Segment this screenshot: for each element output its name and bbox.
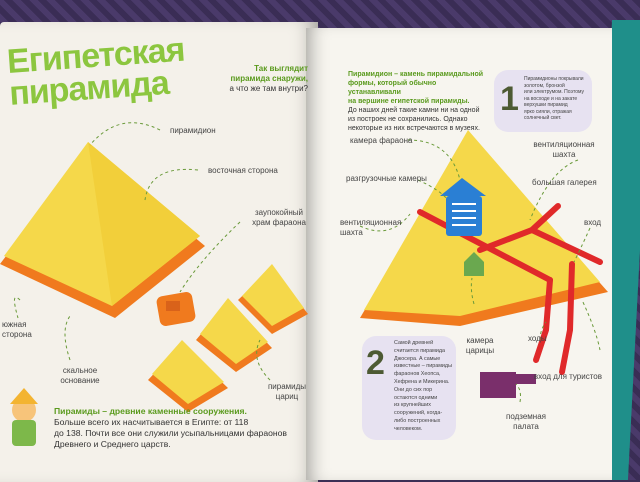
label-vent-shaft-top: вентиляционная шахта (533, 140, 595, 159)
bubble-2-text: Самой древней считается пирамида Джосера… (394, 340, 452, 432)
bubble-1-text: Пирамидионы покрывали золотом, бронзой и… (524, 76, 584, 121)
boy-hair (10, 388, 38, 404)
small-pyramid-3 (152, 340, 224, 404)
label-rock-base: скальное основание (60, 366, 100, 385)
temple-door (166, 301, 180, 311)
leader-lines (14, 122, 271, 381)
label-passages: ходы (528, 334, 547, 343)
queen-chamber-roof (464, 252, 484, 262)
left-intro: Так выглядит пирамида снаружи, а что же … (229, 64, 308, 93)
left-illustration (0, 122, 308, 446)
label-queen-chamber: камера царицы (465, 336, 495, 355)
label-pyramidion: пирамидион (170, 126, 216, 135)
label-vent-shaft-left: вентиляционная шахта (340, 218, 402, 237)
bubble-2-number: 2 (366, 344, 385, 382)
small-pyramid-2 (200, 298, 268, 364)
label-pharaoh-chamber: камера фараона (350, 136, 413, 145)
pharaoh-chamber-roof (440, 178, 486, 196)
label-tourist-entrance: вход для туристов (533, 372, 602, 381)
bubble-1-number: 1 (500, 80, 519, 118)
underground-passage (512, 374, 536, 384)
boy-body (12, 420, 36, 446)
right-leader-lines (359, 139, 601, 403)
label-south-side: южная сторона (2, 320, 32, 339)
label-queen-pyramids: пирамиды цариц (267, 382, 307, 401)
label-east-side: восточная сторона (208, 166, 278, 175)
info-bubble-2 (362, 336, 456, 440)
passages (417, 203, 603, 375)
right-intro: Пирамидион – камень пирамидальной формы,… (348, 71, 484, 132)
underground-chamber (480, 372, 516, 398)
queen-chamber (464, 262, 484, 276)
label-underground-chamber: подземная палата (506, 412, 546, 431)
main-pyramid-east-face (88, 142, 200, 306)
label-entrance: вход (584, 218, 602, 227)
label-relief-chambers: разгрузочные камеры (346, 174, 427, 183)
label-funerary-temple: заупокойный храм фараона (252, 208, 306, 227)
small-pyramid-1 (242, 264, 304, 326)
left-bottom-text: Пирамиды – древние каменные сооружения. … (54, 406, 287, 449)
info-bubble-1 (494, 70, 592, 132)
pharaoh-chamber (446, 196, 482, 236)
relief-chamber-lines (452, 203, 476, 226)
right-illustration (359, 130, 608, 403)
label-grand-gallery: большая галерея (532, 178, 597, 187)
